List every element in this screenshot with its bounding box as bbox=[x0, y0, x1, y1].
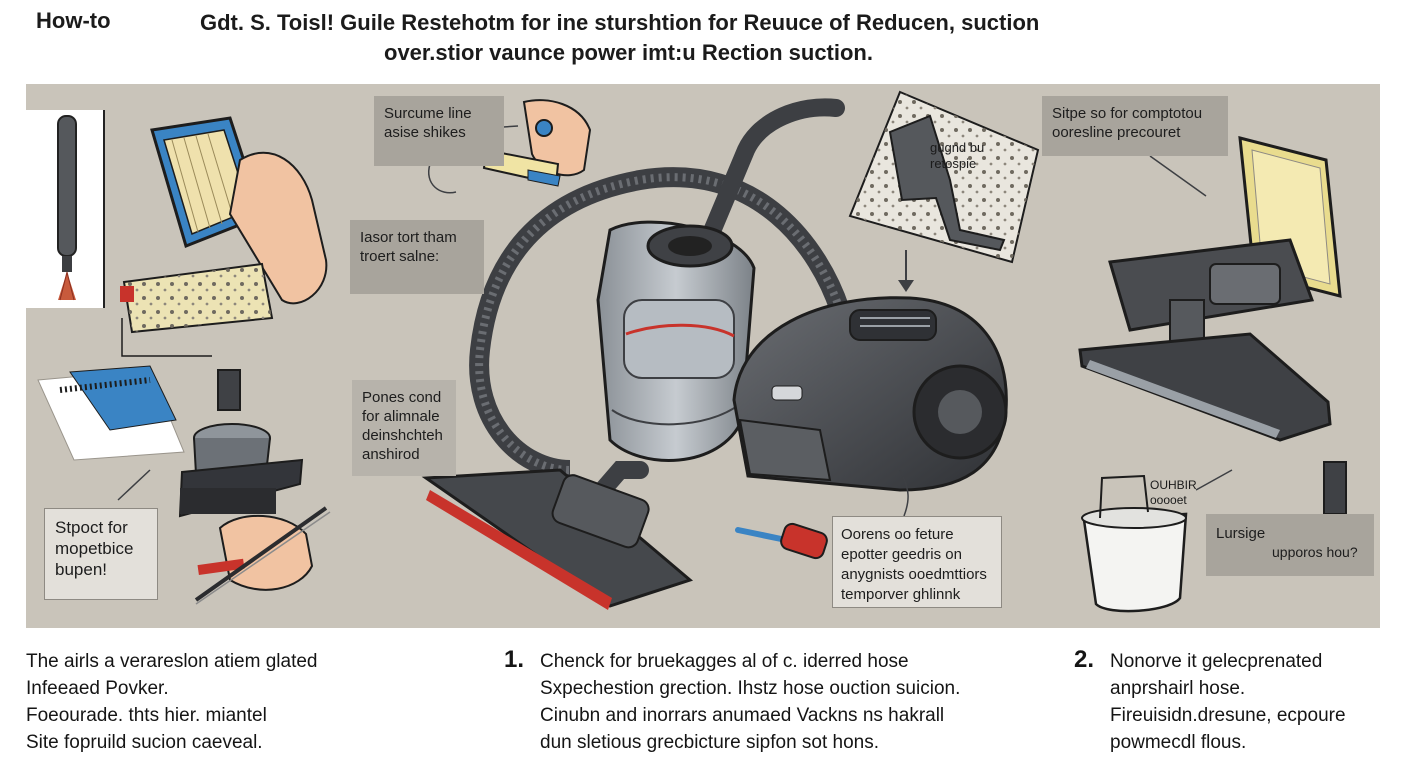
callout-lower-left: Pones cond for alimnale deinshchteh ansh… bbox=[352, 380, 456, 476]
callout-line: ooooet bbox=[1150, 493, 1187, 507]
callout-line: upporos hou? bbox=[1272, 544, 1358, 560]
step-line: Chenck for bruekagges al of c. iderred h… bbox=[540, 651, 909, 672]
step-line: Infeeaed Povker. bbox=[26, 678, 169, 699]
step-number: 1. bbox=[504, 646, 525, 673]
pleated-filter-icon bbox=[150, 116, 328, 305]
callout-line: epotter geedris on bbox=[841, 546, 962, 563]
step-line: Fireuisidn.dresune, ecpoure bbox=[1110, 705, 1346, 726]
callout-line: deinshchteh bbox=[362, 427, 443, 444]
callout-line: Stpoct for bbox=[55, 518, 128, 537]
step-line: dun sletious grecbicture sipfon sot hons… bbox=[540, 732, 880, 753]
step-line: Cinubn and inorrars anumaed Vackns ns ha… bbox=[540, 705, 945, 726]
page-title: Gdt. S. Toisl! Guile Restehotm for ine s… bbox=[200, 8, 1200, 68]
callout-line: mopetbice bbox=[55, 539, 134, 558]
hand-cleaning-brush-icon bbox=[194, 506, 331, 605]
callout-bin-label: OUHBIR ooooet bbox=[1150, 478, 1197, 508]
header-left-label: How-to bbox=[36, 8, 111, 33]
callout-line: Iasor tort tham bbox=[360, 229, 457, 246]
callout-bottom-left: Stpoct for mopetbice bupen! bbox=[44, 508, 158, 600]
callout-line: anygnists ooedmttiors bbox=[841, 566, 987, 583]
callout-line: for alimnale bbox=[362, 408, 440, 425]
step-1: 1. Chenck for bruekagges al of c. iderre… bbox=[504, 646, 961, 756]
callout-bottom-center: Oorens oo feture epotter geedris on anyg… bbox=[832, 516, 1002, 608]
open-filter-housing-icon bbox=[1078, 136, 1342, 442]
callout-line: anshirod bbox=[362, 446, 420, 463]
step-intro: The airls a verareslon atiem glated Infe… bbox=[26, 648, 317, 756]
callout-mid-left: Iasor tort tham troert salne: bbox=[350, 220, 484, 294]
step-number: 2. bbox=[1074, 646, 1095, 673]
callout-line: Sitpe so for comptotou bbox=[1052, 105, 1203, 122]
callout-line: gugnd bu bbox=[930, 140, 985, 155]
callout-line: asise shikes bbox=[384, 124, 466, 141]
page-title-line-2: over.stior vaunce power imt:u Rection su… bbox=[384, 40, 873, 65]
dust-cup-icon bbox=[178, 369, 304, 518]
step-line: Site fopruild sucion caeveal. bbox=[26, 732, 263, 753]
callout-line: troert salne: bbox=[360, 248, 440, 265]
crevice-brush-tool-icon bbox=[26, 110, 105, 308]
callout-line: Oorens oo feture bbox=[841, 526, 954, 543]
callout-line: Lursige bbox=[1216, 525, 1266, 542]
dusty-sponge-filter-icon bbox=[120, 262, 274, 357]
clear-canister-icon bbox=[596, 220, 756, 462]
brush-roll-cleaning-icon bbox=[37, 365, 185, 461]
callout-top-center: Surcume line asise shikes bbox=[374, 96, 504, 166]
vacuum-canister-body-icon bbox=[732, 296, 1008, 492]
step-line: Nonorve it gelecprenated bbox=[1110, 651, 1323, 672]
callout-lursige: Lursige upporos hou? bbox=[1206, 514, 1374, 576]
callout-top-right: Sitpe so for comptotou ooresline precour… bbox=[1042, 96, 1228, 156]
step-line: Sxpechestion grection. Ihstz hose ouctio… bbox=[540, 678, 961, 699]
page-title-line-1: Gdt. S. Toisl! Guile Restehotm for ine s… bbox=[200, 10, 1040, 35]
callout-line: Surcume line bbox=[384, 105, 472, 122]
vacuum-wand-handle-icon bbox=[701, 98, 845, 245]
floor-nozzle-icon bbox=[421, 461, 694, 610]
callout-line: temporver ghlinnk bbox=[841, 586, 961, 603]
step-line: Foeourade. thts hier. miantel bbox=[26, 705, 267, 726]
step-line: powmecdl flous. bbox=[1110, 732, 1247, 753]
callout-line: retospie bbox=[930, 156, 977, 171]
callout-line: bupen! bbox=[55, 560, 107, 579]
step-line: The airls a verareslon atiem glated bbox=[26, 651, 318, 672]
step-line: anprshairl hose. bbox=[1110, 678, 1246, 699]
dust-bin-icon bbox=[1081, 474, 1188, 613]
step-2: 2. Nonorve it gelecprenated anprshairl h… bbox=[1074, 646, 1346, 756]
callout-line: Pones cond bbox=[362, 389, 442, 406]
red-crevice-tool-icon bbox=[735, 522, 828, 560]
callout-line: OUHBIR bbox=[1150, 478, 1197, 492]
dust-sheet-tool-icon bbox=[848, 90, 1040, 292]
callout-line: ooresline precouret bbox=[1052, 124, 1181, 141]
callout-dust-sheet: gugnd bu retospie bbox=[930, 140, 984, 172]
